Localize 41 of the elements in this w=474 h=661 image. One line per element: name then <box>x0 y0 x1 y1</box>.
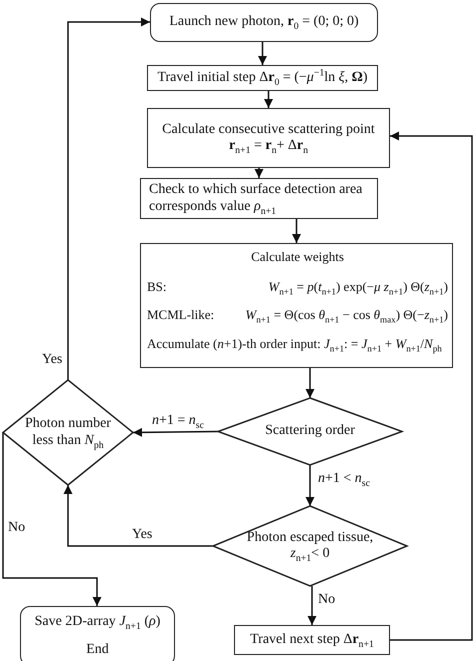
edge-label: n+1 < n$_{sc}$ <box>316 471 372 486</box>
arrow <box>308 586 316 625</box>
node-text: Accumulate (n+1)-th order input: J$_{n+1}$: = J$_{n+1}$ + W$_{n+1}$/N$_{ph}$ <box>147 337 442 352</box>
node-text: Photon number less than N$_{ph}$ <box>24 416 112 449</box>
arrow <box>258 42 267 65</box>
arrow <box>264 91 273 108</box>
node-text: Save 2D-array J$_{n+1}$ (ρ) <box>34 614 160 630</box>
process-box <box>140 178 378 219</box>
node-text: Calculate consecutive scattering point <box>162 122 375 138</box>
node-text: Launch new photon, r$_{0}$ = (0; 0; 0) <box>169 14 359 31</box>
node-text: Check to which surface detection area corresponds value ρ$_{n+1}$ <box>148 182 364 215</box>
arrow <box>64 485 213 547</box>
node-text: r$_{n+1}$ = r$_{n}$+ Δr$_{n}$ <box>228 138 308 154</box>
process-box <box>147 108 390 168</box>
process-box <box>147 65 378 91</box>
arrow <box>2 432 102 606</box>
node-text: MCML-like: <box>147 308 214 323</box>
node-text: W$_{n+1}$ = p(t$_{n+1}$) exp(−μ z$_{n+1}$) Θ(z$_{n+1}$) <box>268 280 448 295</box>
process-box <box>140 243 453 368</box>
process-box <box>234 625 390 655</box>
arrow <box>306 465 314 506</box>
arrow <box>132 428 218 437</box>
arrow <box>306 368 314 398</box>
arrow <box>390 132 473 641</box>
arrow <box>292 219 301 243</box>
node-text: W$_{n+1}$ = Θ(cos θ$_{n+1}$ − cos θ$_{max}$) Θ(−z$_{n+1}$) <box>245 308 448 323</box>
node-text: End <box>86 642 109 658</box>
node-text: Calculate weights <box>250 250 345 265</box>
decision-diamond <box>213 506 407 586</box>
decision-diamond <box>3 380 133 485</box>
terminal-box <box>150 3 378 42</box>
arrow <box>67 18 150 380</box>
terminal-box <box>20 606 175 661</box>
decision-diamond <box>218 398 402 465</box>
arrow <box>254 168 264 178</box>
node-text: Photon escaped tissue, z$_{n+1}$< 0 <box>246 530 374 562</box>
node-text: BS: <box>147 280 167 295</box>
edge-label: n+1 = n$_{sc}$ <box>150 413 206 428</box>
node-text: Travel next step Δr$_{n+1}$ <box>250 632 374 648</box>
node-text: Scattering order <box>265 423 355 440</box>
node-text: Travel initial step Δr$_{0}$ = (−μ$^{−1}$ln ξ, Ω) <box>157 70 368 86</box>
